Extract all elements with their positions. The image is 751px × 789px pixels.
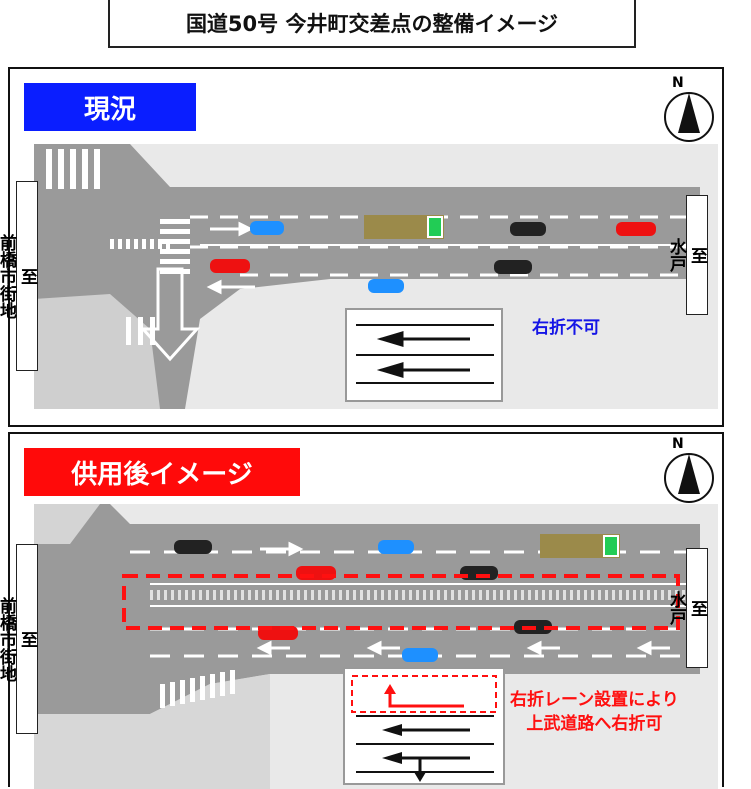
current-east-label: 至 水戸 [666, 195, 708, 315]
current-east-to: 至 [687, 246, 707, 264]
current-west-label: 至 前橋市街地 [0, 181, 38, 371]
lane-inset [343, 667, 505, 785]
after-panel: 供用後イメージ N 至 前橋市街地 至 水戸 右折レーン設置により 上武道路へ右… [0, 432, 724, 789]
current-west-destination: 前橋市街地 [0, 233, 16, 319]
lane-inset-lines [356, 324, 494, 384]
road-surface [34, 504, 700, 714]
after-east-to: 至 [687, 599, 707, 617]
compass-north-label: N [672, 436, 684, 452]
current-west-to: 至 [17, 267, 37, 285]
after-west-to: 至 [17, 630, 37, 648]
no-right-turn-note: 右折不可 [532, 318, 600, 338]
current-road-diagram [34, 92, 718, 409]
vehicles [210, 215, 656, 293]
right-turn-lane-highlight [122, 574, 680, 630]
crosswalk [160, 670, 235, 708]
current-badge: 現況 [24, 83, 196, 131]
page-title: 国道50号 今井町交差点の整備イメージ [108, 0, 636, 48]
after-road-diagram [34, 453, 718, 789]
current-east-destination: 水戸 [666, 238, 686, 272]
embankment-bottom [34, 674, 270, 789]
compass-north-label: N [672, 75, 684, 91]
lane-inset-arrows [382, 684, 470, 782]
after-badge: 供用後イメージ [24, 448, 300, 496]
crosswalk [46, 149, 190, 345]
after-east-label: 至 水戸 [666, 548, 708, 668]
right-turn-note-line1: 右折レーン設置により [510, 690, 679, 710]
after-west-label: 至 前橋市街地 [0, 544, 38, 734]
road-arrows [206, 221, 255, 295]
lane-inset-arrows [376, 330, 470, 379]
after-east-destination: 水戸 [666, 591, 686, 625]
right-turn-lane-note: 右折レーン設置により 上武道路へ右折可 [510, 688, 679, 736]
compass-icon [664, 453, 714, 503]
embankment-top [34, 504, 100, 544]
turn-arrow-marking [139, 267, 201, 362]
inset-highlight [351, 675, 497, 713]
after-west-destination: 前橋市街地 [0, 596, 16, 682]
right-turn-note-line2: 上武道路へ右折可 [526, 714, 663, 734]
current-state-panel: 現況 N 至 前橋市街地 至 水戸 右折不可 [0, 67, 724, 427]
road-arrows [256, 541, 670, 656]
compass-icon [664, 92, 714, 142]
